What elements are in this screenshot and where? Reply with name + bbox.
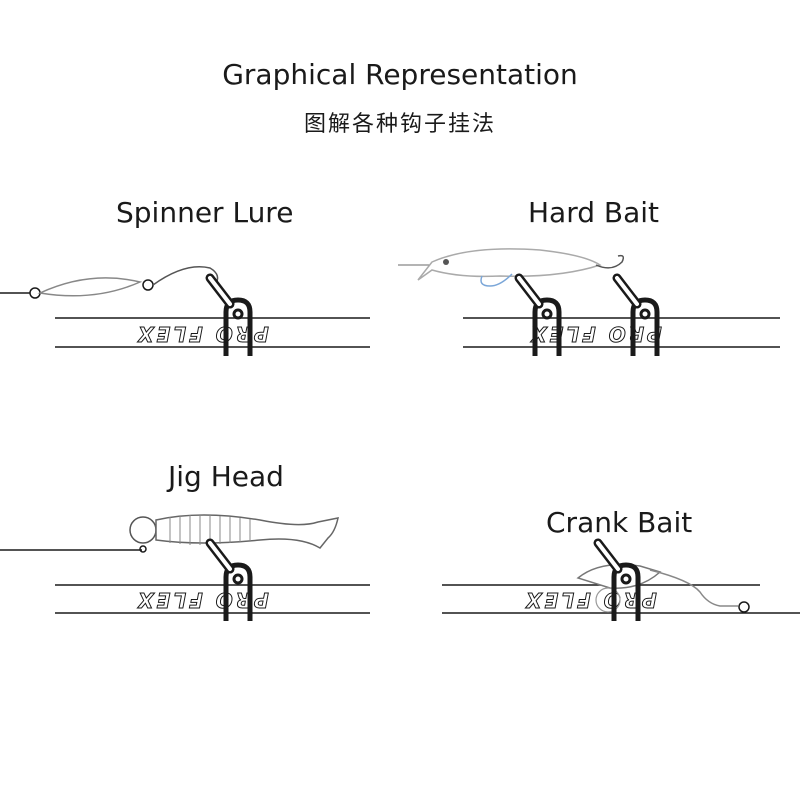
diagram-subtitle: 图解各种钩子挂法 (303, 112, 496, 137)
split-ring-icon (595, 587, 621, 613)
panel-spinner-lure: PRO FLEX (0, 266, 370, 356)
soft-plastic-lure (155, 514, 339, 549)
hook-icon (152, 266, 219, 286)
eye-icon (443, 259, 449, 265)
spoon-lure (37, 277, 143, 297)
panel-hard-bait: PRO FLEX (398, 248, 780, 356)
minnow-lure (417, 248, 602, 281)
brand-logo: PRO FLEX (528, 322, 662, 346)
diagram-title: Graphical Representation (222, 58, 578, 91)
line-tie-icon (738, 601, 750, 613)
brand-logo: PRO FLEX (135, 322, 269, 346)
brand-logo: PRO FLEX (523, 588, 657, 612)
label-spinner-lure: Spinner Lure (116, 196, 294, 229)
label-jig-head: Jig Head (168, 460, 284, 493)
label-crank-bait: Crank Bait (546, 506, 693, 539)
treble-hook-icon (595, 254, 625, 269)
brand-logo: PRO FLEX (135, 588, 269, 612)
jig-head-icon (129, 516, 157, 544)
treble-hook-icon (480, 273, 513, 287)
panel-jig-head: PRO FLEX (0, 514, 370, 621)
label-hard-bait: Hard Bait (528, 196, 660, 229)
split-ring-icon (142, 279, 154, 291)
wire-arm-icon (649, 569, 738, 607)
line-tie-icon (139, 545, 147, 553)
panel-crank-bait: PRO FLEX (442, 543, 800, 621)
